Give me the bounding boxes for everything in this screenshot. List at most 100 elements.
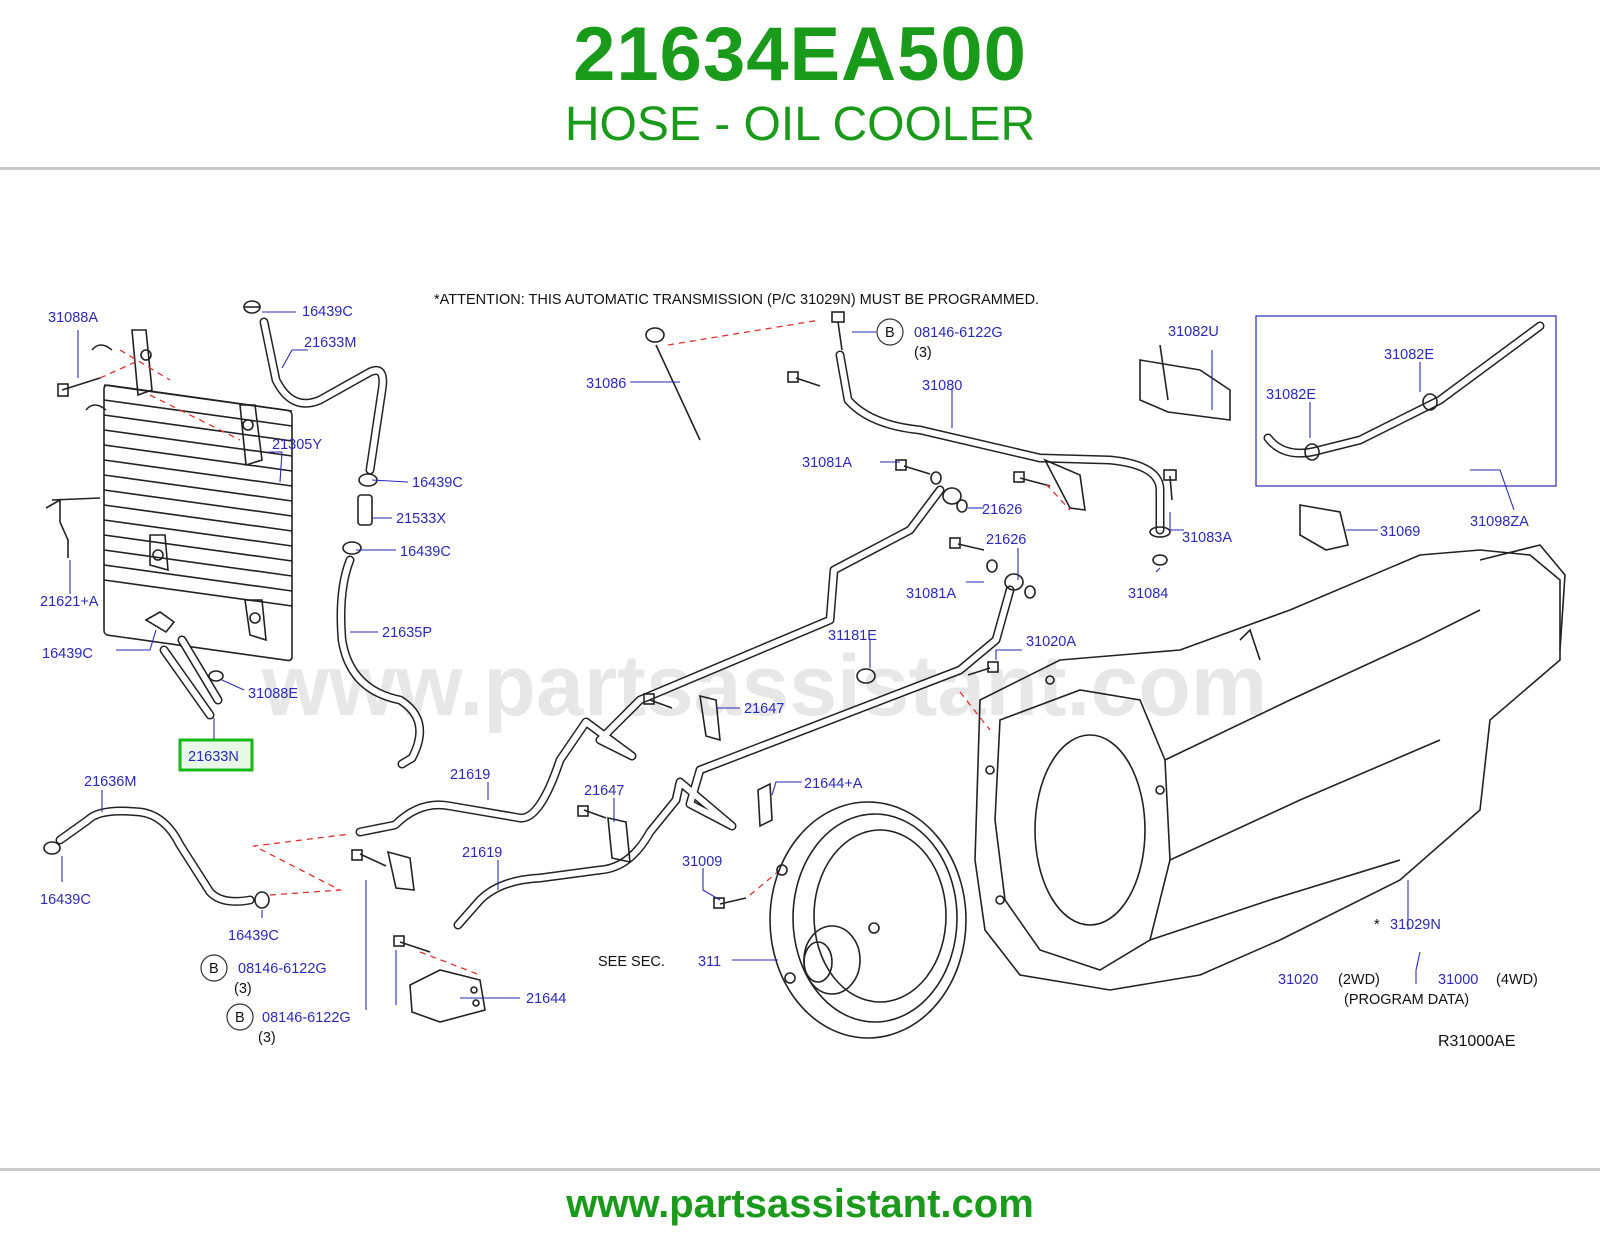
label-16439c-d[interactable]: 16439C (42, 646, 93, 662)
label-21626-a[interactable]: 21626 (982, 502, 1022, 518)
fitting-21533x-drawing (342, 473, 378, 555)
label-21647-a[interactable]: 21647 (744, 701, 784, 717)
group-box-31098za (1255, 315, 1557, 487)
label-21644a[interactable]: 21644+A (804, 776, 863, 792)
assembly-dash (99, 349, 241, 441)
label-31009[interactable]: 31009 (682, 854, 722, 870)
cooler-fin (103, 504, 293, 532)
clip-31181e-drawing (856, 668, 876, 684)
label-31029n[interactable]: 31029N (1390, 917, 1441, 933)
bracket-31069-drawing (1299, 504, 1349, 551)
clamp-16439c-top-drawing (243, 300, 261, 314)
b-marker-3: B (226, 1003, 254, 1031)
torque-converter-drawing (769, 801, 967, 1039)
see-section-text: SEE SEC. (598, 954, 665, 970)
cable-31082e-drawing (1263, 321, 1545, 461)
label-31181e[interactable]: 31181E (828, 628, 877, 644)
label-31081a-a[interactable]: 31081A (802, 455, 852, 471)
cooler-fin (103, 519, 293, 547)
label-31081a-b[interactable]: 31081A (906, 586, 956, 602)
label-21621a[interactable]: 21621+A (40, 594, 99, 610)
cooler-fin (103, 399, 293, 427)
label-31080[interactable]: 31080 (922, 378, 962, 394)
label-31000[interactable]: 31000 (1438, 972, 1478, 988)
quantity-3-c: (3) (258, 1030, 276, 1046)
label-21633m[interactable]: 21633M (304, 335, 356, 351)
label-21619-a[interactable]: 21619 (450, 767, 490, 783)
label-08146-6122g-a[interactable]: 08146-6122G (914, 325, 1003, 341)
label-21633n[interactable]: 21633N (188, 749, 239, 765)
reference-code: R31000AE (1438, 1033, 1515, 1050)
bracket-21621a-drawing (45, 497, 101, 558)
cooler-fin (103, 549, 293, 577)
svg-text:B: B (235, 1010, 245, 1026)
label-31088e[interactable]: 31088E (248, 686, 298, 702)
svg-text:B: B (209, 961, 219, 977)
dipstick-dash (667, 319, 821, 346)
oil-cooler-drawing (85, 329, 293, 662)
label-31098za[interactable]: 31098ZA (1470, 514, 1529, 530)
cooler-fin (103, 444, 293, 472)
label-31020a[interactable]: 31020A (1026, 634, 1076, 650)
label-31083a[interactable]: 31083A (1182, 530, 1232, 546)
bolt-dashes (749, 483, 1071, 896)
quantity-3-b: (3) (234, 981, 252, 997)
page-header: 21634EA500 HOSE - OIL COOLER (0, 0, 1600, 170)
leader-lines (61, 311, 1515, 1010)
footer-website-link[interactable]: www.partsassistant.com (566, 1182, 1034, 1226)
label-31069[interactable]: 31069 (1380, 524, 1420, 540)
label-21635p[interactable]: 21635P (382, 625, 432, 641)
svg-text:B: B (885, 325, 895, 341)
b-marker-1: B (876, 318, 904, 346)
label-16439c-a[interactable]: 16439C (302, 304, 353, 320)
bracket-clip-drawing (351, 849, 415, 891)
cooler-fin (103, 474, 293, 502)
hose-21633m-drawing (259, 317, 388, 475)
label-21644[interactable]: 21644 (526, 991, 566, 1007)
part-number-title: 21634EA500 (573, 12, 1027, 97)
label-31082u[interactable]: 31082U (1168, 324, 1219, 340)
label-21626-b[interactable]: 21626 (986, 532, 1026, 548)
label-08146-6122g-c[interactable]: 08146-6122G (262, 1010, 351, 1026)
label-program-data: (PROGRAM DATA) (1344, 992, 1469, 1008)
label-16439c-f[interactable]: 16439C (228, 928, 279, 944)
label-21305y[interactable]: 21305Y (272, 437, 322, 453)
label-31082e-a[interactable]: 31082E (1384, 347, 1434, 363)
label-31084[interactable]: 31084 (1128, 586, 1168, 602)
cooler-fin (103, 429, 293, 457)
tube-21619-upper-drawing (355, 485, 945, 837)
label-21533x[interactable]: 21533X (396, 511, 446, 527)
cooler-fin (103, 459, 293, 487)
see-section-number[interactable]: 311 (698, 954, 721, 970)
label-16439c-b[interactable]: 16439C (412, 475, 463, 491)
cooler-fin (103, 579, 293, 607)
cooler-fin (103, 414, 293, 442)
transmission-31029n-drawing (974, 544, 1566, 991)
label-21619-b[interactable]: 21619 (462, 845, 502, 861)
label-21647-b[interactable]: 21647 (584, 783, 624, 799)
cooler-fin (103, 534, 293, 562)
bracket-31082u-drawing (1139, 344, 1231, 421)
label-16439c-e[interactable]: 16439C (40, 892, 91, 908)
bracket-21644-drawing (393, 935, 486, 1023)
label-31020[interactable]: 31020 (1278, 972, 1318, 988)
hose-21636m-drawing (43, 806, 270, 909)
label-31029n-star: * (1374, 917, 1380, 933)
cooler-fin (103, 489, 293, 517)
label-31088a[interactable]: 31088A (48, 310, 98, 326)
label-16439c-c[interactable]: 16439C (400, 544, 451, 560)
label-31086[interactable]: 31086 (586, 376, 626, 392)
header-divider (0, 167, 1600, 170)
label-21636m[interactable]: 21636M (84, 774, 136, 790)
filler-tube-31080-drawing (835, 350, 1171, 566)
label-31082e-b[interactable]: 31082E (1266, 387, 1316, 403)
bolts-drawing (713, 311, 1177, 909)
quantity-3-a: (3) (914, 345, 932, 361)
attention-note: *ATTENTION: THIS AUTOMATIC TRANSMISSION … (434, 292, 1039, 308)
label-08146-6122g-b[interactable]: 08146-6122G (238, 961, 327, 977)
dipstick-31086-drawing (645, 327, 701, 441)
part-name-subtitle: HOSE - OIL COOLER (564, 98, 1036, 151)
b-marker-2: B (200, 954, 228, 982)
highlight-box-21633n (178, 738, 254, 772)
